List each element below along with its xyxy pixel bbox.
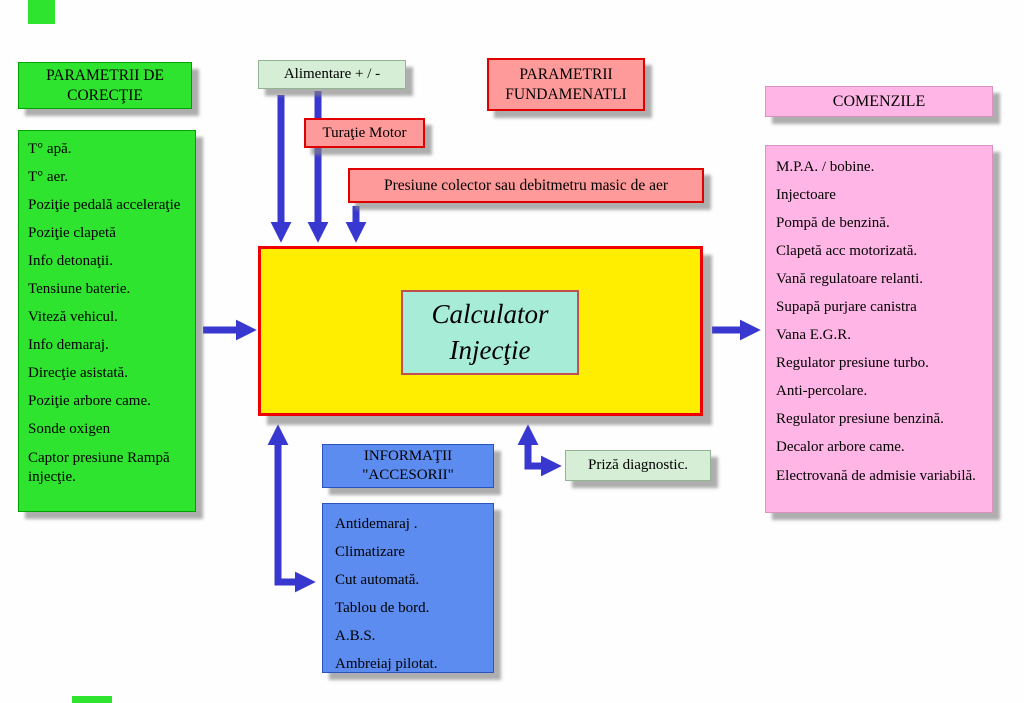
- list-item: Sonde oxigen: [28, 421, 111, 438]
- diagnostic-socket-label: Priză diagnostic.: [588, 457, 688, 473]
- commands-header: COMENZILE: [765, 86, 993, 117]
- engine-speed-box: Turaţie Motor: [304, 118, 425, 148]
- correction-parameters-header: PARAMETRII DE CORECŢIE: [18, 62, 192, 109]
- list-item: Regulator presiune benzină.: [776, 411, 944, 428]
- list-item: Captor presiune Rampă injecţie.: [28, 449, 170, 485]
- ecu-title-line1: Calculator: [431, 299, 549, 330]
- list-item: Anti-percolare.: [776, 383, 868, 400]
- ecu-title-line2: Injecţie: [449, 334, 531, 365]
- list-item: Info demaraj.: [28, 337, 109, 354]
- list-item: Info detonaţii.: [28, 253, 113, 270]
- list-item: Poziţie clapetă: [28, 225, 116, 242]
- power-supply-box: Alimentare + / -: [258, 60, 406, 89]
- diagnostic-socket-box: Priză diagnostic.: [565, 450, 711, 481]
- ecu-title-box: Calculator Injecţie: [401, 290, 579, 375]
- list-item: Injectoare: [776, 187, 836, 204]
- manifold-pressure-box: Presiune colector sau debitmetru masic d…: [348, 168, 704, 203]
- list-item: T° apă.: [28, 141, 72, 157]
- fundamental-parameters-label: PARAMETRII FUNDAMENATLI: [505, 66, 627, 103]
- manifold-pressure-label: Presiune colector sau debitmetru masic d…: [383, 176, 669, 194]
- list-item: Tablou de bord.: [335, 600, 430, 617]
- accessories-header-line2: "ACCESORII": [362, 467, 454, 483]
- list-item: Decalor arbore came.: [776, 439, 905, 456]
- list-item: Tensiune baterie.: [28, 281, 131, 298]
- list-item: Vana E.G.R.: [776, 327, 851, 344]
- list-item: A.B.S.: [335, 628, 376, 645]
- fundamental-parameters-header: PARAMETRII FUNDAMENATLI: [487, 58, 645, 111]
- list-item: Electrovană de admisie variabilă.: [776, 467, 976, 484]
- green-fragment-top: [28, 0, 55, 24]
- list-item: Pompă de benzină.: [776, 215, 890, 232]
- list-item: Supapă purjare canistra: [776, 299, 917, 316]
- green-fragment-bottom: [72, 696, 112, 703]
- list-item: Ambreiaj pilotat.: [335, 656, 438, 673]
- list-item: Direcţie asistată.: [28, 365, 128, 382]
- engine-speed-label: Turaţie Motor: [322, 124, 407, 141]
- list-item: Antidemaraj .: [335, 516, 418, 532]
- list-item: M.P.A. / bobine.: [776, 159, 875, 175]
- list-item: Regulator presiune turbo.: [776, 355, 929, 372]
- accessories-info-header: INFORMAŢII "ACCESORII": [322, 444, 494, 488]
- correction-header-label: PARAMETRII DE CORECŢIE: [46, 67, 164, 104]
- list-item: Clapetă acc motorizată.: [776, 243, 918, 260]
- list-item: Cut automată.: [335, 572, 420, 589]
- list-item: Poziţie arbore came.: [28, 393, 151, 410]
- power-supply-label: Alimentare + / -: [283, 66, 381, 82]
- list-item: Vană regulatoare relanti.: [776, 271, 924, 288]
- ecu-block: Calculator Injecţie: [258, 246, 703, 416]
- list-item: T° aer.: [28, 169, 69, 186]
- list-item: Climatizare: [335, 544, 405, 561]
- commands-header-label: COMENZILE: [832, 92, 926, 110]
- correction-parameters-list: T° apă. T° aer. Poziţie pedală acceleraţie…: [18, 130, 196, 512]
- list-item: Viteză vehicul.: [28, 309, 118, 326]
- accessories-header-line1: INFORMAŢII: [363, 447, 453, 464]
- list-item: Poziţie pedală acceleraţie: [28, 197, 181, 214]
